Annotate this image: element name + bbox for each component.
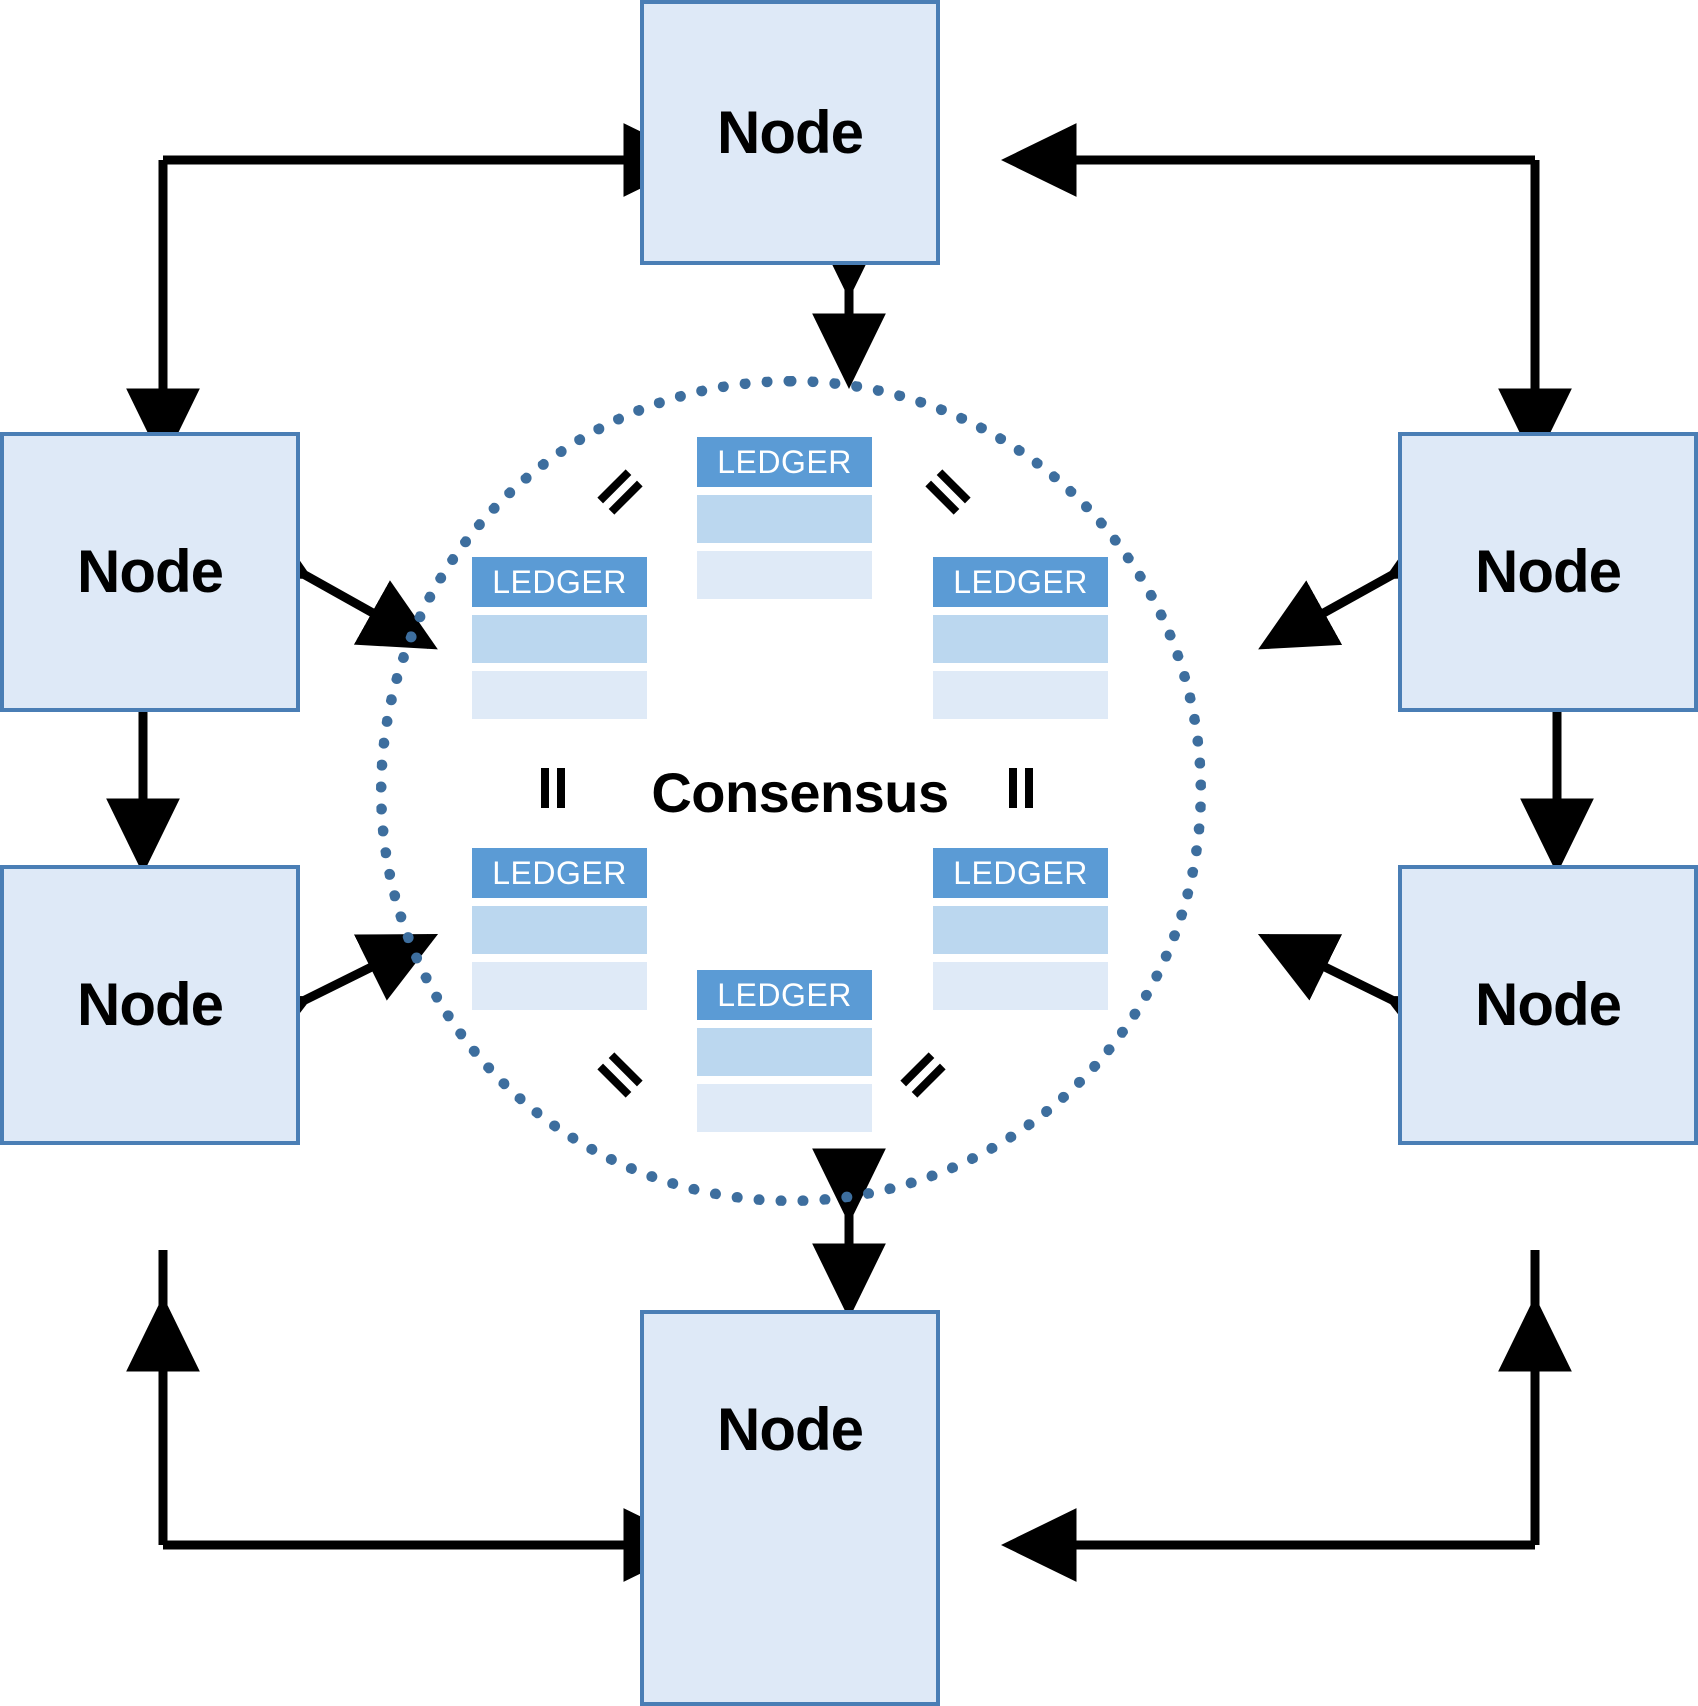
node-bottom-label: Node — [717, 1396, 864, 1463]
ledger-upper-right-header: LEDGER — [933, 557, 1108, 607]
ledger-lower-left-header: LEDGER — [472, 848, 647, 898]
equals-icon-mid-left — [535, 768, 571, 808]
node-left-upper-label: Node — [77, 538, 224, 605]
ledger-upper-left-row-1 — [472, 615, 647, 663]
ledger-top-header: LEDGER — [697, 437, 872, 487]
consensus-circle — [376, 376, 1206, 1206]
node-left-lower[interactable]: Node — [0, 865, 300, 1145]
ledger-upper-right-row-1 — [933, 615, 1108, 663]
ledger-upper-left-row-2 — [472, 671, 647, 719]
ledger-lower-left-row-1 — [472, 906, 647, 954]
ledger-lower-right-row-1 — [933, 906, 1108, 954]
ledger-upper-right[interactable]: LEDGER — [933, 557, 1108, 719]
node-top[interactable]: Node — [640, 0, 940, 265]
arrow-right-upper-consensus — [1258, 510, 1469, 650]
ledger-bottom-row-1 — [697, 1028, 872, 1076]
ledger-upper-left[interactable]: LEDGER — [472, 557, 647, 719]
node-right-lower[interactable]: Node — [1398, 865, 1698, 1145]
ledger-top[interactable]: LEDGER — [697, 437, 872, 599]
node-bottom[interactable]: Node — [640, 1310, 940, 1706]
consensus-label: Consensus — [651, 761, 949, 824]
node-right-upper[interactable]: Node — [1398, 432, 1698, 712]
ledger-lower-right[interactable]: LEDGER — [933, 848, 1108, 1010]
node-left-upper[interactable]: Node — [0, 432, 300, 712]
ledger-upper-left-header: LEDGER — [472, 557, 647, 607]
ledger-bottom[interactable]: LEDGER — [697, 970, 872, 1132]
equals-icon-mid-right — [1003, 768, 1039, 808]
ledger-lower-right-row-2 — [933, 962, 1108, 1010]
ledger-bottom-row-2 — [697, 1084, 872, 1132]
node-right-lower-label: Node — [1475, 971, 1622, 1038]
node-right-upper-label: Node — [1475, 538, 1622, 605]
arrow-right-lower-consensus — [1257, 933, 1469, 1063]
ledger-upper-right-row-2 — [933, 671, 1108, 719]
ledger-top-row-2 — [697, 551, 872, 599]
ledger-bottom-header: LEDGER — [697, 970, 872, 1020]
ledger-top-row-1 — [697, 495, 872, 543]
ledger-lower-left[interactable]: LEDGER — [472, 848, 647, 1010]
node-top-label: Node — [717, 98, 864, 166]
ledger-lower-right-header: LEDGER — [933, 848, 1108, 898]
node-left-lower-label: Node — [77, 971, 224, 1038]
ledger-lower-left-row-2 — [472, 962, 647, 1010]
